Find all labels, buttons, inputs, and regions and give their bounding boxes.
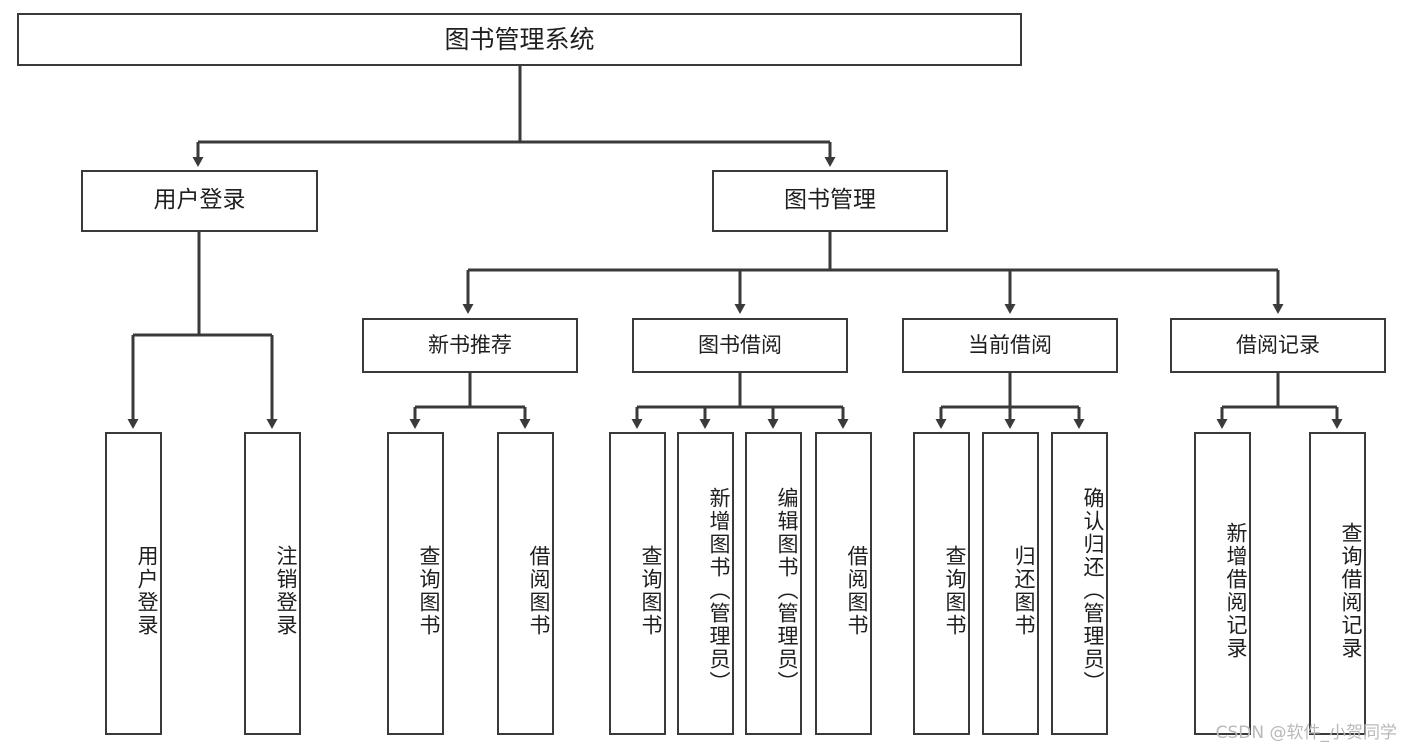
node-label: 新书推荐 [428,333,512,358]
leaf-logout[interactable]: 注销登录 [244,432,301,735]
node-label: 查询图书 [417,544,441,637]
node-label: 用户登录 [153,187,246,214]
node-label: 新增借阅记录 [1224,521,1248,660]
node-label: 借阅图书 [845,544,869,637]
node-root-book-management-system[interactable]: 图书管理系统 [17,13,1022,66]
leaf-borrow-book[interactable]: 借阅图书 [815,432,872,735]
csdn-watermark: CSDN @软件_小贺同学 [1215,723,1397,743]
node-label: 图书借阅 [698,333,782,358]
node-label: 新增图书（管理员） [707,487,731,694]
node-label: 查询借阅记录 [1339,521,1363,660]
node-label: 借阅图书 [527,544,551,637]
node-label: 注销登录 [274,544,298,637]
leaf-query-book-borrow[interactable]: 查询图书 [609,432,666,735]
node-label: 查询图书 [943,544,967,637]
leaf-add-book-admin[interactable]: 新增图书（管理员） [677,432,734,735]
node-new-book-recommend[interactable]: 新书推荐 [362,318,578,373]
node-label: 编辑图书（管理员） [775,487,799,694]
leaf-edit-book-admin[interactable]: 编辑图书（管理员） [745,432,802,735]
leaf-add-borrow-record[interactable]: 新增借阅记录 [1194,432,1251,735]
node-book-management[interactable]: 图书管理 [712,170,948,232]
node-current-borrow[interactable]: 当前借阅 [902,318,1118,373]
node-label: 查询图书 [639,544,663,637]
leaf-query-book-current[interactable]: 查询图书 [913,432,970,735]
leaf-user-login[interactable]: 用户登录 [105,432,162,735]
node-book-borrow[interactable]: 图书借阅 [632,318,848,373]
node-label: 用户登录 [135,544,159,637]
node-label: 当前借阅 [968,333,1052,358]
leaf-confirm-return-admin[interactable]: 确认归还（管理员） [1051,432,1108,735]
node-label: 确认归还（管理员） [1081,487,1105,694]
leaf-query-borrow-record[interactable]: 查询借阅记录 [1309,432,1366,735]
node-label: 图书管理 [784,187,876,214]
node-label: 归还图书 [1012,544,1036,637]
node-label: 借阅记录 [1236,333,1320,358]
node-user-login[interactable]: 用户登录 [81,170,318,232]
leaf-return-book[interactable]: 归还图书 [982,432,1039,735]
leaf-borrow-book-recommend[interactable]: 借阅图书 [497,432,554,735]
node-borrow-record[interactable]: 借阅记录 [1170,318,1386,373]
node-label: 图书管理系统 [444,24,595,54]
leaf-query-book-recommend[interactable]: 查询图书 [387,432,444,735]
